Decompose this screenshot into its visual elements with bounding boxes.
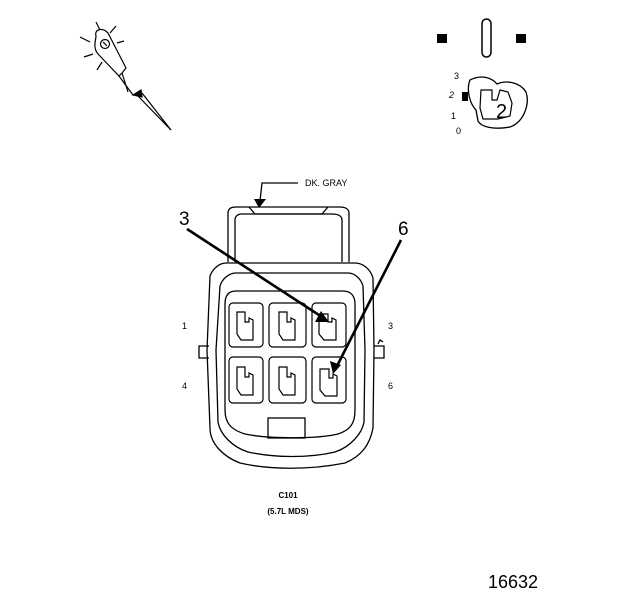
cavity-4 bbox=[228, 356, 264, 404]
cavity-1 bbox=[228, 302, 264, 348]
ignition-selected-position: 2 bbox=[496, 101, 507, 123]
connector-body bbox=[198, 206, 385, 469]
wire-color-leader bbox=[259, 182, 298, 202]
cavity-label-3: 3 bbox=[388, 321, 393, 331]
callout-arrow-right bbox=[330, 239, 403, 374]
ignition-position-2: 2 bbox=[448, 90, 454, 100]
ignition-key-outline bbox=[467, 76, 528, 129]
ignition-indicator-right bbox=[516, 34, 526, 43]
ignition-key-slot bbox=[481, 18, 492, 58]
callout-label-left: 3 bbox=[179, 209, 190, 230]
connector-id: C101 bbox=[278, 491, 298, 500]
callout-label-right: 6 bbox=[398, 219, 409, 240]
wire-color-label: DK. GRAY bbox=[305, 178, 347, 188]
ignition-position-3: 3 bbox=[454, 71, 459, 81]
cavity-label-4: 4 bbox=[182, 381, 187, 391]
connector-variant: (5.7L MDS) bbox=[267, 507, 309, 516]
figure-number: 16632 bbox=[488, 572, 538, 592]
ignition-position-marker bbox=[462, 92, 468, 101]
cavity-6 bbox=[311, 356, 347, 404]
ignition-switch-icon: 3 2 1 0 2 bbox=[437, 18, 528, 136]
wire-color-leader-arrowhead bbox=[254, 199, 266, 208]
callout-arrow-left bbox=[186, 227, 329, 322]
cavity-3 bbox=[311, 302, 347, 348]
cavity-5 bbox=[268, 356, 307, 404]
cavity-2 bbox=[268, 302, 307, 348]
cavity-label-6: 6 bbox=[388, 381, 393, 391]
ignition-position-0: 0 bbox=[456, 126, 461, 136]
test-probe-icon bbox=[79, 21, 172, 131]
ignition-indicator-left bbox=[437, 34, 447, 43]
cavity-label-1: 1 bbox=[182, 321, 187, 331]
terminal-cavities bbox=[228, 302, 347, 404]
ignition-position-1: 1 bbox=[451, 111, 456, 121]
